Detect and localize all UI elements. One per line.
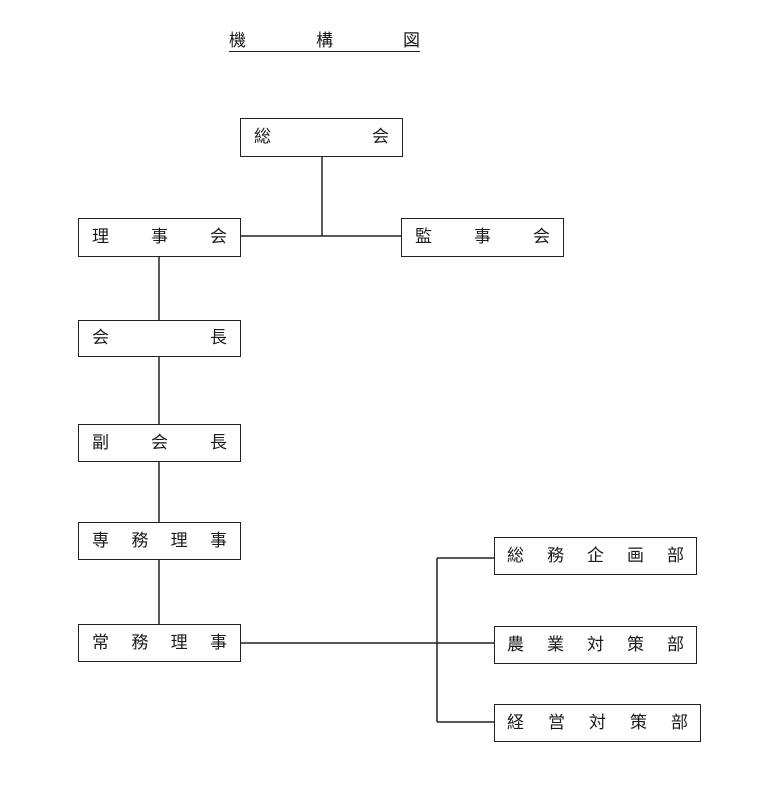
node-char: 務: [131, 530, 149, 551]
node-char: 対: [587, 634, 604, 655]
node-char: 専: [92, 530, 109, 551]
node-president: 会 長: [78, 320, 241, 357]
node-char: 策: [630, 712, 647, 733]
node-char: 理: [170, 632, 188, 653]
node-char: 総: [507, 545, 524, 566]
node-board-of-directors: 理 事 会: [78, 218, 241, 257]
node-char: 部: [667, 545, 684, 566]
node-char: 事: [209, 530, 227, 551]
node-senior-managing-director: 専 務 理 事: [78, 522, 241, 560]
node-char: 経: [507, 712, 524, 733]
node-char: 会: [372, 127, 389, 147]
node-char: 長: [210, 328, 227, 348]
node-char: 画: [627, 545, 644, 566]
node-char: 対: [589, 712, 606, 733]
node-char: 会: [210, 227, 227, 247]
page-title: 機 構 図: [229, 30, 420, 52]
node-char: 常: [92, 632, 109, 653]
node-auditors: 監 事 会: [401, 218, 564, 257]
title-char: 機: [229, 31, 246, 51]
node-general-assembly: 総 会: [240, 118, 403, 157]
title-char: 構: [316, 31, 333, 51]
node-management-affairs: 経 営 対 策 部: [494, 704, 701, 742]
node-char: 会: [151, 432, 168, 453]
node-char: 総: [254, 127, 271, 147]
node-char: 務: [131, 632, 149, 653]
node-managing-director: 常 務 理 事: [78, 624, 241, 662]
node-general-affairs-planning: 総 務 企 画 部: [494, 537, 697, 575]
node-char: 理: [170, 530, 188, 551]
node-char: 企: [587, 545, 604, 566]
title-char: 図: [403, 31, 420, 51]
node-char: 業: [547, 634, 564, 655]
node-char: 事: [474, 227, 491, 247]
node-char: 務: [547, 545, 564, 566]
node-char: 会: [92, 328, 109, 348]
node-char: 理: [92, 227, 109, 247]
node-agricultural-affairs: 農 業 対 策 部: [494, 626, 697, 664]
node-vice-president: 副 会 長: [78, 424, 241, 462]
node-char: 会: [533, 227, 550, 247]
node-char: 策: [627, 634, 644, 655]
node-char: 部: [667, 634, 684, 655]
node-char: 副: [92, 432, 109, 453]
node-char: 部: [671, 712, 688, 733]
node-char: 事: [209, 632, 227, 653]
node-char: 営: [548, 712, 565, 733]
node-char: 監: [415, 227, 432, 247]
node-char: 事: [151, 227, 168, 247]
node-char: 長: [210, 432, 227, 453]
node-char: 農: [507, 634, 524, 655]
